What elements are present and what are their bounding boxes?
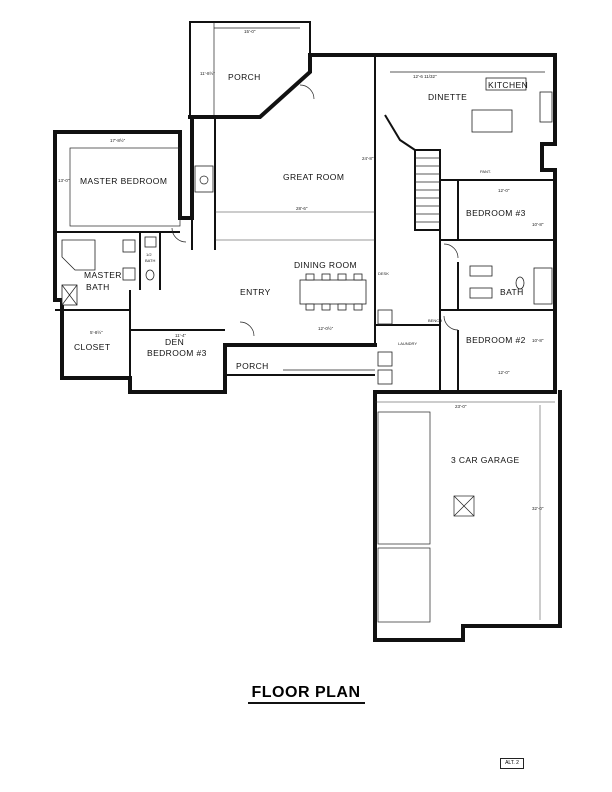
dim-master-width: 17'-8½" — [110, 137, 126, 143]
garage-bay-left-lower — [377, 547, 431, 623]
label-dinette: DINETTE — [428, 92, 467, 102]
dim-great-room-depth: 24'-8" — [362, 156, 374, 161]
dim-garage-depth: 32'-0" — [532, 506, 544, 511]
label-closet: CLOSET — [74, 342, 110, 352]
label-master-bath-2: BATH — [86, 282, 110, 292]
kitchen-angle-wall — [384, 114, 416, 151]
dim-master-depth: 13'-0" — [58, 178, 70, 183]
label-den-2: BEDROOM #3 — [147, 348, 207, 358]
dim-great-room-width: 28'-6" — [296, 206, 308, 211]
label-garage: 3 CAR GARAGE — [451, 455, 520, 465]
label-master-bedroom: MASTER BEDROOM — [80, 176, 167, 186]
label-pantry: PANT. — [480, 169, 491, 174]
washer — [377, 351, 393, 367]
garage-outline — [373, 390, 562, 642]
alt-badge: ALT. 2 — [500, 758, 524, 769]
label-bench: BENCH — [428, 318, 442, 323]
dining-table — [299, 279, 367, 305]
master-door-swing — [171, 227, 187, 243]
fireplace — [194, 165, 214, 193]
label-great-room: GREAT ROOM — [283, 172, 344, 182]
dimension-labels: 15'-0" 11'-8½" 17'-8½" 13'-0" 28'-6" 24'… — [58, 29, 544, 511]
fireplace-hearth — [199, 175, 209, 185]
garage-bay-left — [377, 411, 431, 545]
dim-dinette-width: 12'-6 11/32" — [413, 74, 437, 79]
label-bedroom2: BEDROOM #2 — [466, 335, 526, 345]
label-half-bath-1: 1/2 — [146, 252, 152, 257]
range — [539, 91, 553, 123]
dim-closet-width: 5'-8½" — [90, 329, 103, 335]
label-bath: BATH — [500, 287, 524, 297]
dining-chairs — [305, 273, 363, 311]
dim-den-width: 11'-4" — [175, 333, 187, 338]
kitchen-counter-top — [485, 77, 527, 91]
room-labels: PORCH GREAT ROOM DINETTE KITCHEN MASTER … — [74, 72, 528, 465]
dim-bed2-depth: 10'-8" — [532, 338, 544, 343]
label-bedroom3: BEDROOM #3 — [466, 208, 526, 218]
master-tray-ceiling — [69, 147, 181, 227]
bath-sink-1 — [469, 265, 493, 277]
label-desk: DESK — [378, 271, 389, 276]
dim-garage-width: 23'-0" — [455, 404, 467, 409]
label-half-bath-2: BATH — [145, 258, 155, 263]
page-title: FLOOR PLAN — [247, 684, 365, 704]
porch-angle-wall — [188, 53, 312, 119]
dim-bed3-width: 12'-0" — [498, 188, 510, 193]
bed2-door-swing — [443, 315, 459, 331]
bath-sink-2 — [469, 287, 493, 299]
half-bath-toilet — [145, 269, 155, 281]
bath-toilet — [515, 276, 525, 290]
bath-tub — [533, 267, 553, 305]
dim-porch-width: 15'-0" — [244, 29, 256, 34]
label-laundry: LAUNDRY — [398, 341, 417, 346]
porch-door-swing — [299, 84, 315, 100]
bed3-door-swing — [443, 243, 459, 259]
laundry-sink — [377, 309, 393, 325]
label-kitchen: KITCHEN — [488, 80, 528, 90]
label-dining-room: DINING ROOM — [294, 260, 357, 270]
interior-walls — [55, 55, 555, 623]
drain-x2 — [453, 495, 475, 517]
dim-bed3-depth: 10'-8" — [532, 222, 544, 227]
dryer — [377, 369, 393, 385]
label-porch-top: PORCH — [228, 72, 261, 82]
master-sink-2 — [122, 267, 136, 281]
label-den-1: DEN — [165, 337, 184, 347]
half-bath-sink — [144, 236, 157, 248]
small-labels: 1/2 BATH DESK BENCH LAUNDRY PANT. — [145, 169, 491, 346]
label-entry: ENTRY — [240, 287, 271, 297]
top-porch-outline — [189, 21, 311, 117]
master-sink-1 — [122, 239, 136, 253]
title-wrapper: FLOOR PLAN — [0, 684, 612, 704]
entry-door-swing — [239, 321, 255, 337]
dim-bed2-width: 12'-0" — [498, 370, 510, 375]
master-tub — [61, 239, 96, 271]
label-master-bath-1: MASTER — [84, 270, 122, 280]
dim-dining-width: 12'-0½" — [318, 325, 334, 331]
dim-porch-depth: 11'-8½" — [200, 70, 215, 76]
kitchen-island — [471, 109, 513, 133]
shower-x2 — [61, 284, 78, 306]
label-porch-bottom: PORCH — [236, 361, 269, 371]
garage-drain — [453, 495, 475, 517]
stair-treads — [415, 157, 440, 223]
main-house-outline — [308, 53, 557, 408]
